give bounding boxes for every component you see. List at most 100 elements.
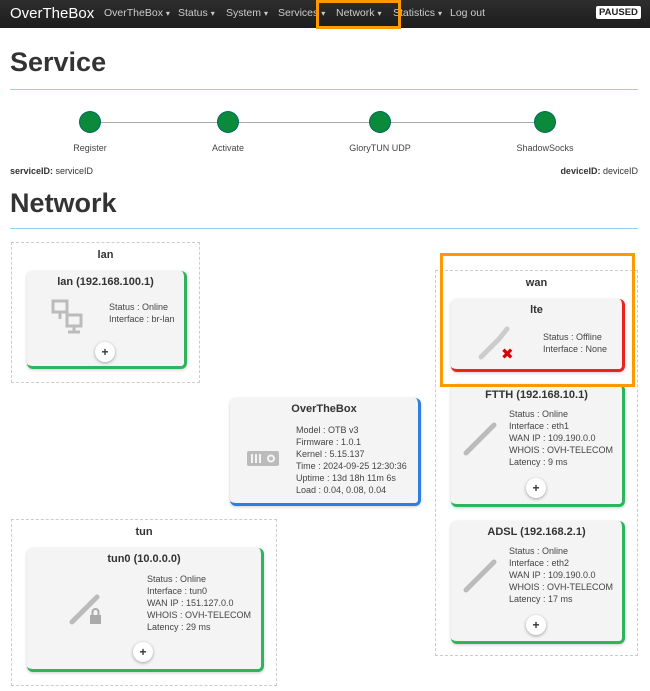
service-id: serviceID: serviceID (10, 166, 93, 176)
plug-icon (463, 559, 497, 593)
divider (10, 89, 638, 90)
nav-label: OverTheBox (104, 7, 163, 19)
plug-lock-icon (69, 594, 101, 625)
step-register (80, 112, 100, 132)
nav-label: Services (278, 7, 319, 19)
info-line: Interface : None (543, 344, 608, 354)
service-title: Service (10, 47, 107, 77)
card-title: ADSL (192.168.2.1) (487, 526, 586, 538)
info-line: Status : Online (109, 302, 169, 312)
card-title: tun0 (10.0.0.0) (107, 553, 181, 565)
plug-icon (463, 422, 497, 456)
info-line: Time : 2024-09-25 12:30:36 (296, 461, 407, 471)
info-line: WAN IP : 151.127.0.0 (147, 598, 234, 608)
info-line: Latency : 9 ms (509, 457, 568, 467)
info-line: Latency : 17 ms (509, 594, 573, 604)
info-line: Interface : eth1 (509, 421, 570, 431)
network-title: Network (10, 188, 117, 218)
navbar: OverTheBox OverTheBox ▾ Status ▾ System … (0, 0, 650, 28)
info-line: Status : Online (509, 409, 569, 419)
info-line: Status : Offline (543, 332, 602, 342)
nav-logout[interactable]: Log out (450, 7, 486, 19)
divider (10, 228, 638, 229)
overthebox-card: OverTheBox Model : OTB v3 Firmware : 1.0.… (230, 398, 421, 506)
nav-system[interactable]: System ▾ (226, 7, 268, 19)
info-line: Interface : eth2 (509, 558, 570, 568)
nav-services[interactable]: Services ▾ (278, 7, 325, 19)
caret-down-icon: ▾ (437, 9, 442, 18)
info-line: Latency : 29 ms (147, 622, 211, 632)
nav-status[interactable]: Status ▾ (178, 7, 215, 19)
info-line: Load : 0.04, 0.08, 0.04 (296, 485, 387, 495)
group-title: wan (525, 277, 548, 289)
expand-button[interactable]: + (133, 642, 153, 662)
step-label: ShadowSocks (516, 143, 574, 153)
router-device-icon (247, 451, 279, 466)
expand-button[interactable]: + (95, 342, 115, 362)
card-title: lte (530, 304, 543, 316)
step-glorytun (370, 112, 390, 132)
card-title: lan (192.168.100.1) (57, 276, 154, 288)
info-line: WAN IP : 109.190.0.0 (509, 570, 596, 580)
caret-down-icon: ▾ (263, 9, 268, 18)
info-line: WHOIS : OVH-TELECOM (509, 445, 614, 455)
device-id-label: deviceID: (560, 166, 601, 176)
expand-button[interactable]: + (526, 478, 546, 498)
info-line: Status : Online (509, 546, 569, 556)
info-line: Interface : tun0 (147, 586, 208, 596)
step-line (90, 122, 545, 123)
expand-button[interactable]: + (526, 615, 546, 635)
info-line: Interface : br-lan (109, 314, 175, 324)
info-line: Kernel : 5.15.137 (296, 449, 365, 459)
info-line: Firmware : 1.0.1 (296, 437, 362, 447)
info-line: WHOIS : OVH-TELECOM (147, 610, 252, 620)
service-id-label: serviceID: (10, 166, 54, 176)
nav-label: Statistics (393, 7, 436, 19)
info-line: Model : OTB v3 (296, 425, 359, 435)
info-line: Uptime : 13d 18h 11m 6s (296, 473, 396, 483)
nav-label: Network (336, 7, 375, 19)
info-line: WAN IP : 109.190.0.0 (509, 433, 596, 443)
step-label: Activate (211, 143, 245, 153)
plug-offline-icon: ✖ (478, 326, 514, 361)
brand-link[interactable]: OverTheBox (10, 5, 95, 22)
svg-text:✖: ✖ (501, 345, 514, 361)
nav-label: Status (178, 7, 208, 19)
step-activate (218, 112, 238, 132)
info-line: WHOIS : OVH-TELECOM (509, 582, 614, 592)
service-id-value: serviceID (55, 166, 94, 176)
step-label: Register (73, 143, 107, 153)
step-label: GloryTUN UDP (349, 143, 411, 153)
paused-badge: PAUSED (596, 6, 641, 19)
info-line: Status : Online (147, 574, 207, 584)
group-title: lan (97, 249, 114, 261)
device-id: deviceID: deviceID (560, 166, 638, 176)
caret-down-icon: ▾ (165, 9, 170, 18)
caret-down-icon: ▾ (210, 9, 215, 18)
nav-statistics[interactable]: Statistics ▾ (393, 7, 442, 19)
group-title: tun (135, 526, 153, 538)
network-computers-icon (51, 299, 83, 334)
nav-network[interactable]: Network ▾ (336, 7, 381, 19)
card-title: OverTheBox (291, 403, 357, 415)
caret-down-icon: ▾ (321, 9, 326, 18)
device-id-value: deviceID (602, 166, 638, 176)
nav-label: System (226, 7, 262, 19)
nav-overthebox[interactable]: OverTheBox ▾ (104, 7, 170, 19)
step-shadowsocks (535, 112, 555, 132)
caret-down-icon: ▾ (377, 9, 382, 18)
